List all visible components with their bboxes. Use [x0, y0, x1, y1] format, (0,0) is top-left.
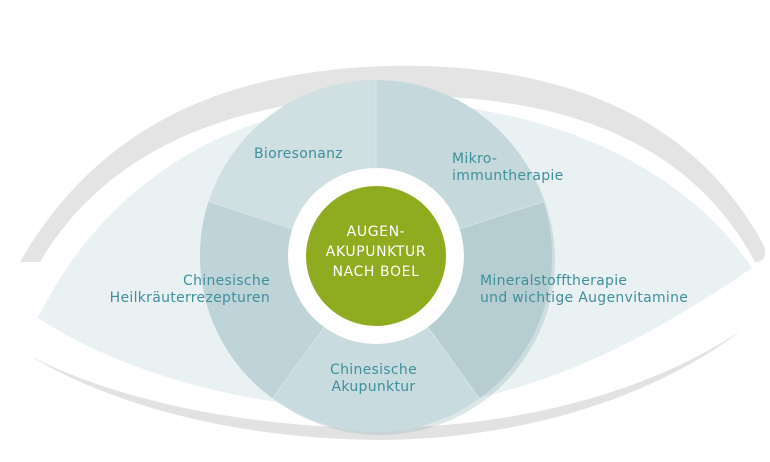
center-title-line: AKUPUNKTUR — [325, 244, 427, 260]
label-heilkraeuter: Chinesische Heilkräuterrezepturen — [90, 273, 270, 307]
pupil-center — [306, 186, 446, 326]
label-line: Bioresonanz — [254, 146, 343, 162]
label-akupunktur: Chinesische Akupunktur — [330, 362, 417, 396]
label-mikroimmuntherapie: Mikro- immuntherapie — [452, 151, 564, 185]
label-line: Mineralstofftherapie — [480, 273, 628, 289]
center-title-line: NACH BOEL — [332, 264, 420, 280]
segment-akupunktur — [272, 256, 480, 433]
label-line: Heilkräuterrezepturen — [109, 290, 270, 306]
label-mineralstofftherapie: Mineralstofftherapie und wichtige Augenv… — [480, 273, 688, 307]
label-line: Akupunktur — [331, 379, 416, 395]
upper-eyelid — [20, 65, 766, 262]
iris-segments — [199, 79, 553, 433]
label-line: und wichtige Augenvitamine — [480, 290, 689, 306]
label-line: immuntherapie — [452, 168, 564, 184]
label-line: Chinesische — [183, 273, 270, 289]
label-line: Mikro- — [452, 151, 498, 167]
label-line: Chinesische — [330, 362, 417, 378]
center-title-line: AUGEN- — [346, 224, 406, 240]
lower-eyelid — [30, 330, 742, 440]
label-bioresonanz: Bioresonanz — [254, 146, 343, 163]
center-title: AUGEN- AKUPUNKTUR NACH BOEL — [316, 222, 436, 282]
